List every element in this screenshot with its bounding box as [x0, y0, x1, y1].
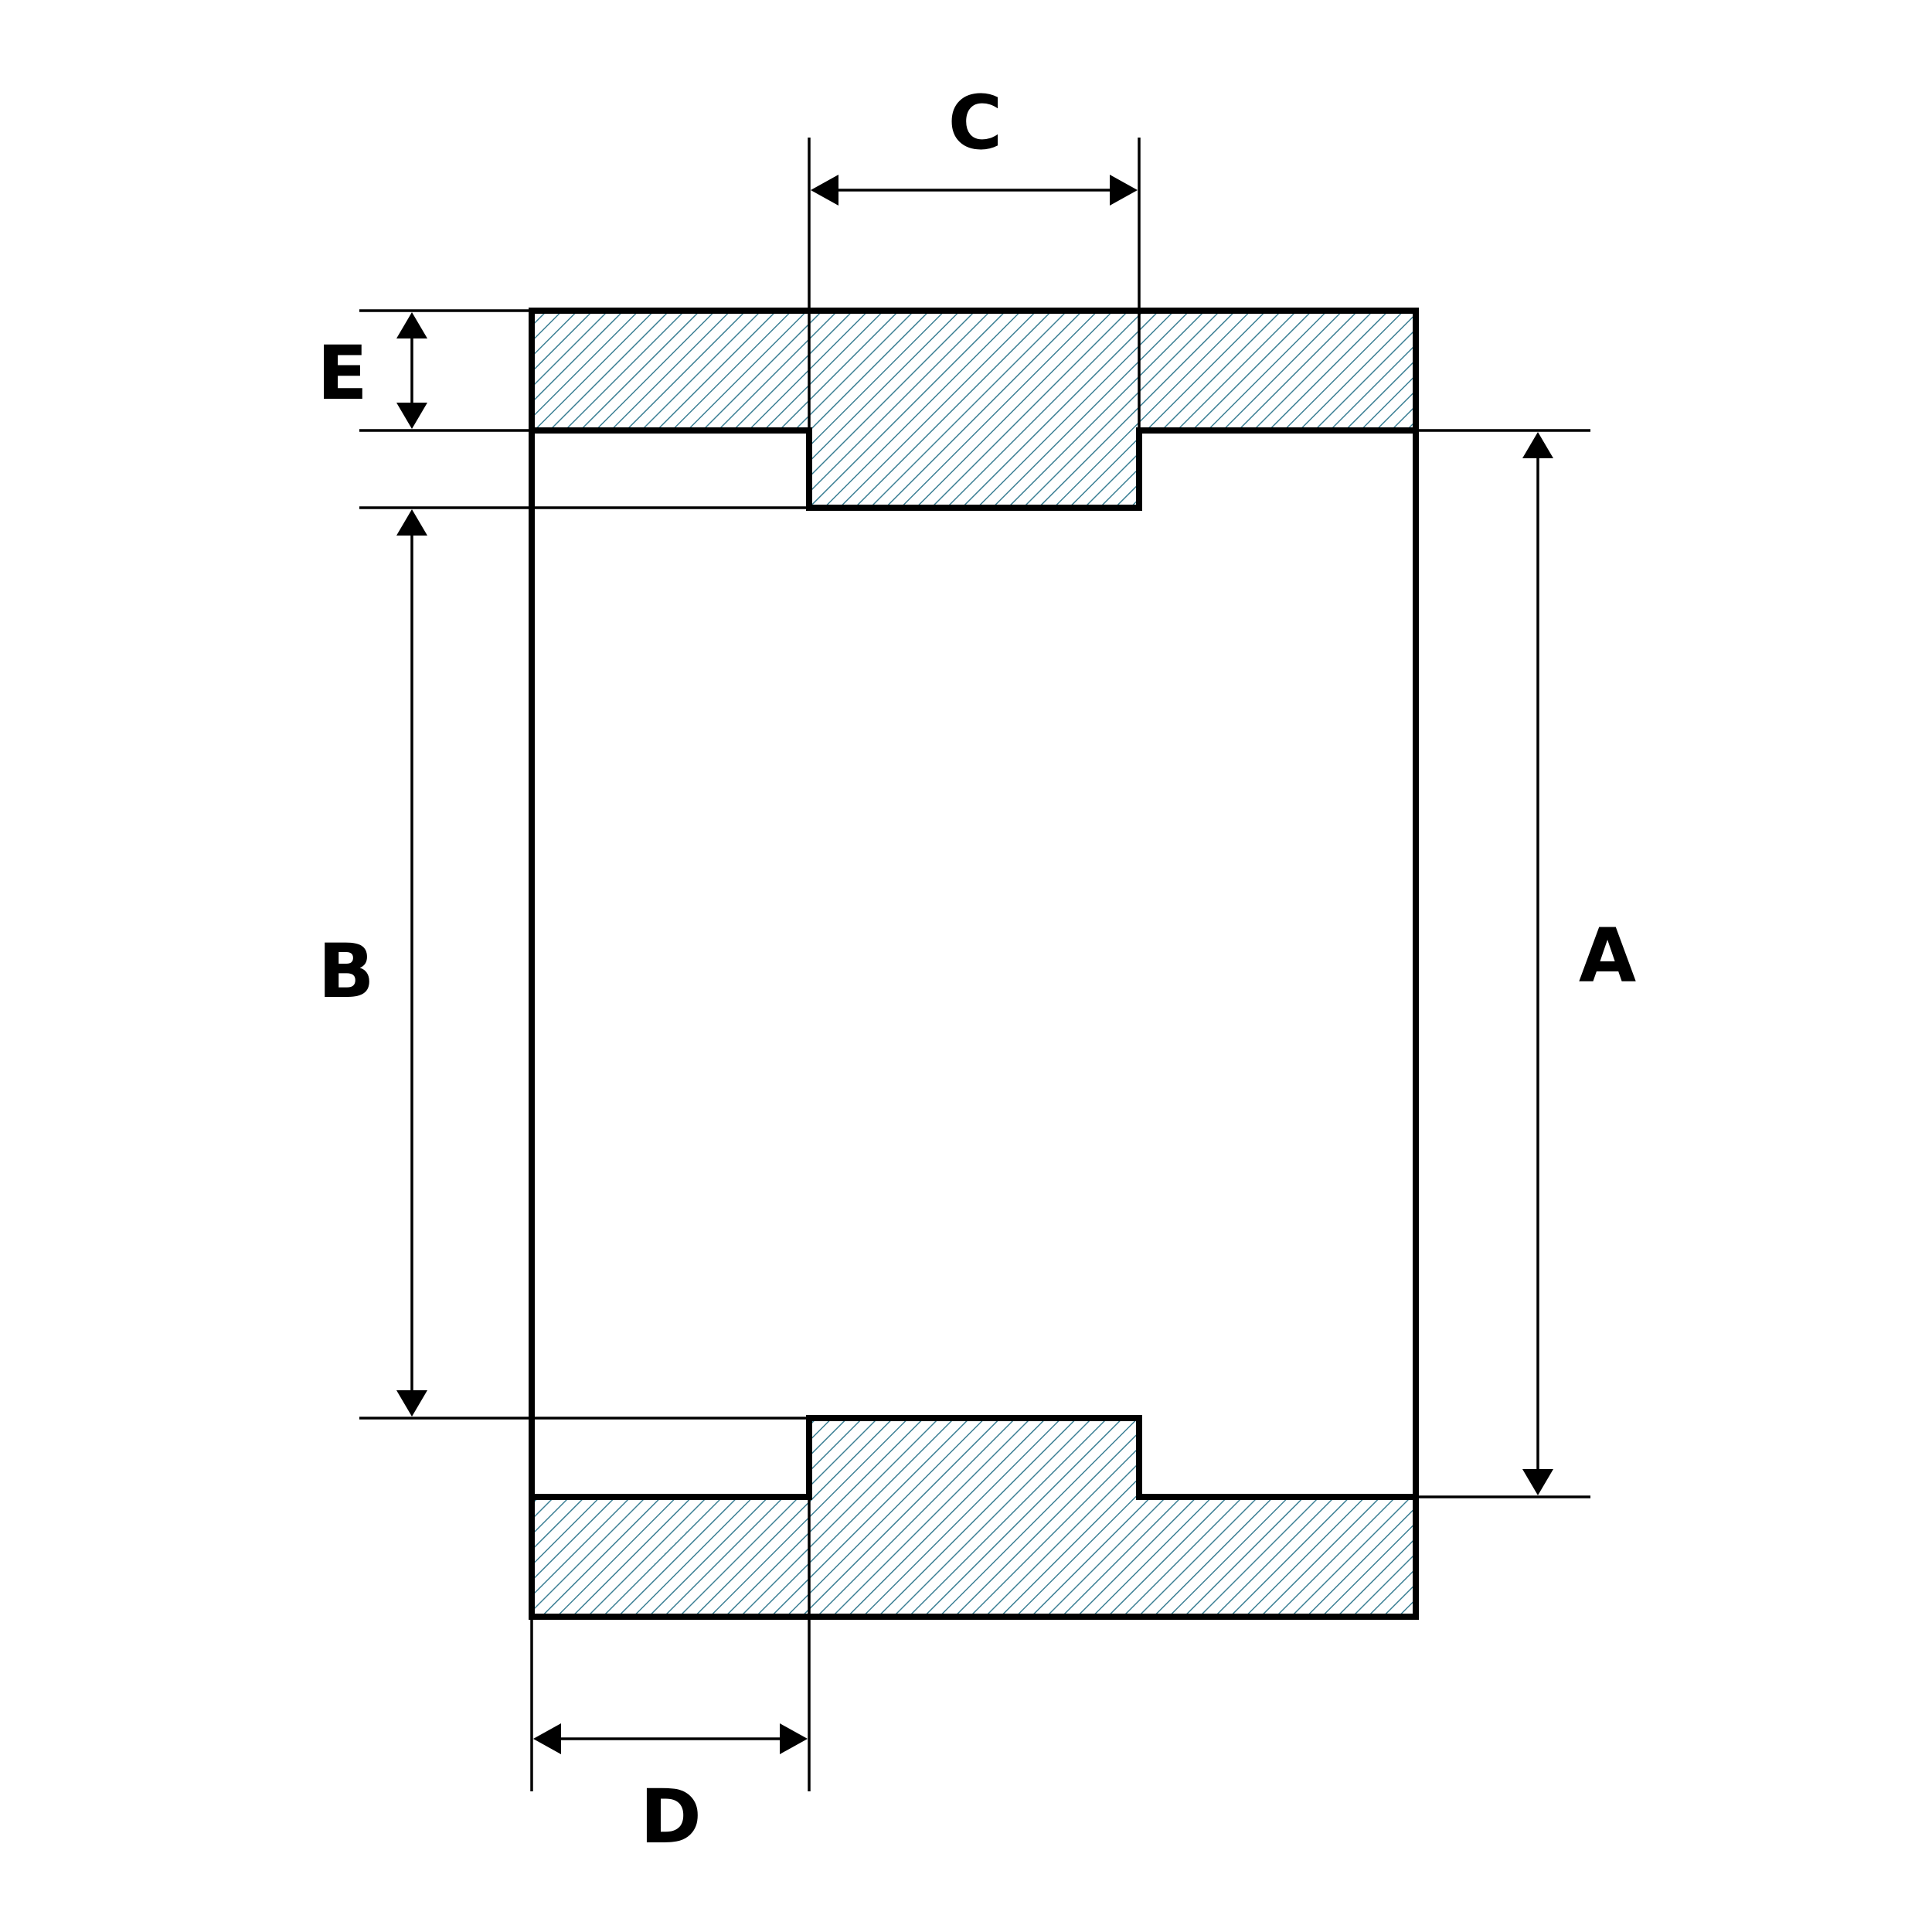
bottom-inner-step [532, 1415, 1416, 1500]
dimension-b-label: B [318, 928, 374, 1015]
top-inner-step [532, 427, 1416, 511]
dimension-a: A [1522, 432, 1636, 1495]
dimension-c: C [811, 80, 1138, 206]
part-outline [529, 308, 1419, 1620]
bottom-hatched-section [532, 1418, 1416, 1617]
top-hatched-section [532, 311, 1416, 508]
dimension-c-label: C [948, 80, 1002, 166]
dimension-e-label: E [317, 330, 368, 417]
dimension-e: E [317, 312, 427, 429]
dimension-a-label: A [1579, 913, 1636, 999]
section-division-lines [808, 311, 1141, 1617]
outer-frame [529, 308, 1419, 1620]
hatched-sections [532, 311, 1416, 1617]
extension-lines [359, 138, 1590, 1791]
dimension-b: B [318, 509, 427, 1417]
dimension-d-label: D [640, 1774, 702, 1860]
dimension-d: D [533, 1723, 808, 1860]
